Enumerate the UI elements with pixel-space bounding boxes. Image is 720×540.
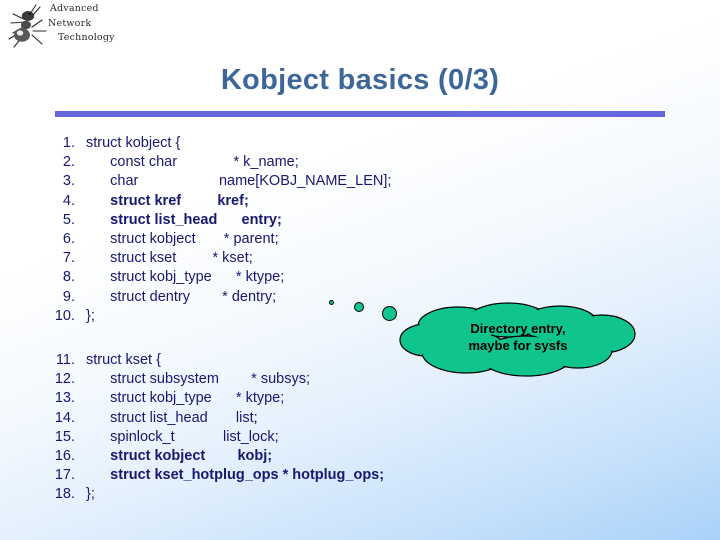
code-line-text: struct kobj_type * ktype; [86, 390, 285, 407]
code-line: 11. struct kset { [48, 351, 384, 370]
code-line-text: }; [86, 307, 95, 324]
code-line-number: 7. [62, 250, 75, 267]
code-line-text: struct dentry * dentry; [86, 288, 277, 305]
callout-cloud: Directory entry, maybe for sysfs [396, 300, 642, 382]
thought-bubble-small [329, 300, 334, 305]
code-line-text: struct list_head list; [86, 409, 258, 426]
code-line-number: 13. [54, 390, 75, 407]
code-line: 1. struct kobject { [48, 134, 391, 153]
code-line-text: spinlock_t list_lock; [86, 428, 279, 445]
code-line: 17. struct kset_hotplug_ops * hotplug_op… [48, 466, 384, 485]
code-line: 5. struct list_head entry; [48, 211, 391, 230]
code-line-text: struct kref kref; [86, 192, 249, 209]
code-listing-kobject: 1. struct kobject { 2. const char * k_name… [48, 134, 392, 326]
callout-line-2: maybe for sysfs [468, 338, 568, 353]
code-line-number: 10. [54, 307, 75, 324]
cloud-shape [399, 302, 636, 377]
code-line-text: struct list_head entry; [86, 211, 282, 228]
code-line-number: 6. [62, 230, 75, 247]
logo-text: Advanced Network Technology [48, 2, 156, 46]
logo: Advanced Network Technology [6, 2, 156, 54]
code-line-number: 15. [54, 428, 75, 445]
code-line: 16. struct kobject kobj; [48, 447, 384, 466]
code-line-number: 12. [54, 371, 75, 388]
code-line-number: 9. [62, 288, 75, 305]
code-line: 2. const char * k_name; [48, 153, 391, 172]
code-line: 8. struct kobj_type * ktype; [48, 268, 391, 287]
page-title: Kobject basics (0/3) [220, 64, 500, 96]
logo-line-3: Technology [58, 32, 115, 43]
callout-text: Directory entry, maybe for sysfs [432, 320, 604, 354]
code-line: 15. spinlock_t list_lock; [48, 428, 384, 447]
code-line-number: 17. [54, 467, 75, 484]
code-line-number: 4. [62, 192, 75, 209]
code-line-text: struct kset_hotplug_ops * hotplug_ops; [86, 467, 385, 484]
code-line-number: 3. [62, 173, 75, 190]
code-line-text: }; [86, 486, 95, 503]
callout-line-1: Directory entry, [470, 321, 566, 336]
code-line-number: 2. [62, 154, 75, 171]
code-line-text: struct kobject * parent; [86, 230, 279, 247]
code-listing-kset: 11. struct kset { 12. struct subsystem * s… [48, 351, 384, 505]
code-line-number: 8. [62, 269, 75, 286]
code-line: 7. struct kset * kset; [48, 249, 391, 268]
code-line: 12. struct subsystem * subsys; [48, 370, 384, 389]
logo-line-2: Network [48, 17, 92, 29]
code-line: 4. struct kref kref; [48, 192, 391, 211]
code-line: 14. struct list_head list; [48, 409, 384, 428]
thought-bubble-large [382, 306, 397, 321]
code-line: 6. struct kobject * parent; [48, 230, 391, 249]
code-line: 10.}; [48, 307, 391, 326]
code-line-text: struct kset * kset; [86, 250, 253, 267]
title-divider [55, 111, 665, 117]
thought-bubble-medium [354, 302, 364, 312]
code-line-text: char name[KOBJ_NAME_LEN]; [86, 173, 392, 190]
code-line: 18.}; [48, 485, 384, 504]
code-line-number: 1. [62, 135, 75, 151]
code-line: 13. struct kobj_type * ktype; [48, 389, 384, 408]
code-line-number: 11. [55, 352, 75, 368]
code-line-text: struct kobject kobj; [86, 447, 273, 464]
code-line-number: 16. [54, 447, 75, 464]
code-line-number: 14. [54, 409, 75, 426]
code-line-text: struct kobj_type * ktype; [86, 269, 285, 286]
ant-icon [8, 4, 47, 48]
code-line-text: const char * k_name; [86, 154, 299, 171]
code-line-text: struct subsystem * subsys; [86, 371, 311, 388]
code-line-text: struct kobject { [86, 135, 181, 151]
code-line: 9. struct dentry * dentry; [48, 288, 391, 307]
code-line: 3. char name[KOBJ_NAME_LEN]; [48, 172, 392, 191]
code-line-number: 5. [62, 211, 75, 228]
code-line-text: struct kset { [86, 352, 161, 368]
code-line-number: 18. [54, 486, 75, 503]
logo-line-1: Advanced [50, 3, 99, 14]
